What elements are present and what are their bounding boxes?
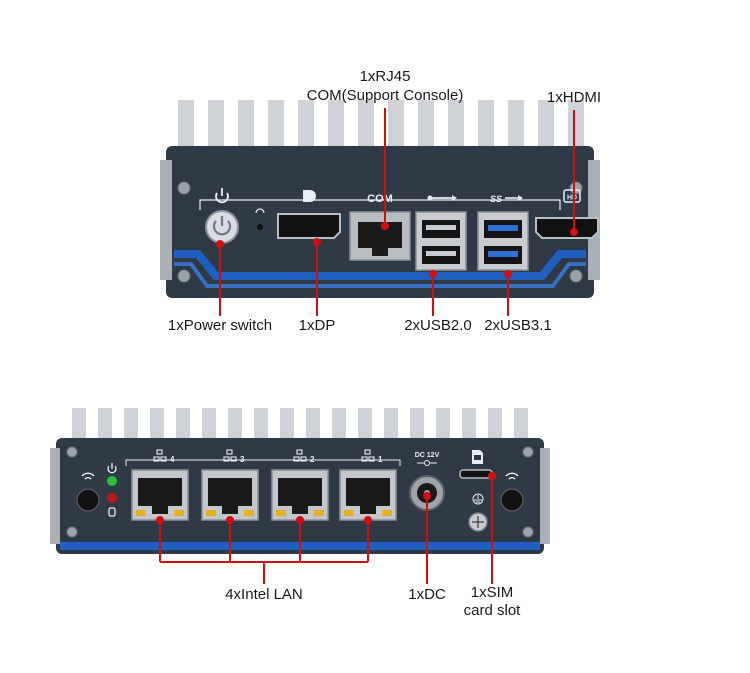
power-icon [215, 188, 229, 204]
front-panel-device: COM SS HD [160, 100, 600, 298]
dp-callout: 1xDP [298, 317, 336, 334]
front-heatsink-fins [178, 100, 584, 160]
usb3-port-stack[interactable] [477, 211, 529, 271]
front-screws [177, 181, 583, 283]
lan-number-1: 1 [378, 455, 383, 464]
lan-port-4[interactable] [131, 469, 189, 521]
power-led-green [107, 476, 117, 486]
dc-polarity-icon [417, 460, 437, 466]
hdd-led-red [107, 493, 117, 503]
usb-superspeed-icon: SS [490, 194, 523, 204]
usb3-callout: 2xUSB3.1 [484, 317, 552, 334]
sim-callout-line1: 1xSIM [470, 584, 514, 601]
dc-callout: 1xDC [408, 586, 446, 603]
power-led [257, 224, 263, 230]
network-icon-1 [361, 449, 375, 462]
lan-callout: 4xIntel LAN [225, 586, 303, 603]
antenna-hole-left [76, 488, 100, 512]
network-icon-4 [153, 449, 167, 462]
front-blue-stripe [174, 250, 586, 280]
wifi-icon-right [505, 472, 519, 480]
hdd-icon [108, 507, 116, 517]
ss-silkscreen: SS [490, 194, 502, 204]
lan-number-2: 2 [310, 455, 315, 464]
rj45-callout-line1: 1xRJ45 [359, 68, 411, 85]
dp-port[interactable] [277, 213, 341, 239]
lan-port-1[interactable] [339, 469, 397, 521]
power-callout: 1xPower switch [167, 317, 273, 334]
antenna-hole-right [500, 488, 524, 512]
ground-icon [472, 493, 484, 505]
rear-heatsink-fins [72, 408, 528, 444]
com-rj45-port[interactable] [349, 211, 411, 261]
hdmi-port[interactable] [535, 217, 599, 239]
sim-callout-line2: card slot [463, 602, 521, 619]
hdmi-callout: 1xHDMI [546, 89, 602, 106]
wifi-icon-left [81, 472, 95, 480]
rj45-callout-line2: COM(Support Console) [306, 87, 464, 104]
rear-screws [66, 446, 534, 538]
network-icon-2 [293, 449, 307, 462]
network-icon-3 [223, 449, 237, 462]
ground-screw [468, 512, 488, 532]
usb2-callout: 2xUSB2.0 [404, 317, 472, 334]
com-silkscreen: COM [367, 193, 393, 205]
displayport-icon [303, 190, 316, 202]
power-indicator-icon [107, 463, 117, 474]
lan-number-4: 4 [170, 455, 175, 464]
dc-silkscreen: DC 12V [415, 452, 440, 459]
svg-text:HD: HD [567, 195, 577, 202]
lan-port-3[interactable] [201, 469, 259, 521]
usb2-port-stack[interactable] [415, 211, 467, 271]
lan-number-3: 3 [240, 455, 245, 464]
hd-icon: HD [563, 189, 581, 203]
sim-card-icon [472, 450, 483, 464]
rear-panel-device: 4 3 2 1 DC 12V [50, 408, 550, 554]
lan-port-2[interactable] [271, 469, 329, 521]
usb-icon [427, 195, 457, 201]
